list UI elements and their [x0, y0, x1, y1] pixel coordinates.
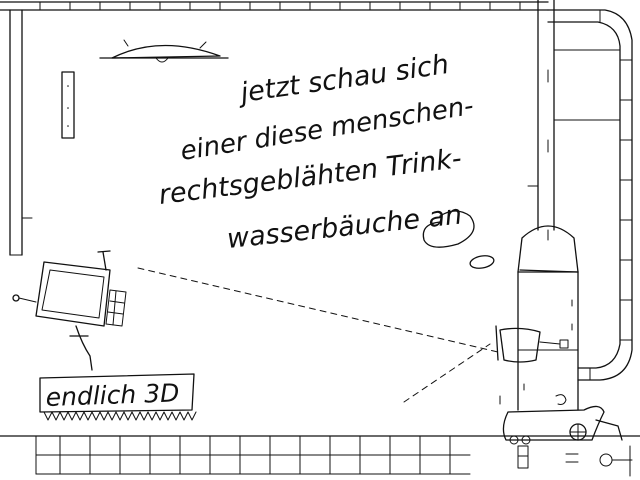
sign-label: endlich 3D [45, 378, 180, 412]
pipe-icon [527, 0, 633, 381]
sight-lines [137, 267, 499, 403]
sign-board[interactable]: endlich 3D [39, 373, 197, 421]
floor [0, 435, 640, 475]
monitor-icon[interactable] [12, 250, 127, 371]
narration-text: jetzt schau sich einer diese menschen- r… [157, 49, 495, 269]
cup-icon[interactable] [495, 325, 569, 363]
ceiling-beam [0, 1, 549, 11]
water-tank-icon[interactable] [499, 225, 633, 477]
wall-plaque [61, 71, 75, 139]
narration-line-4: wasserbäuche an [225, 199, 463, 255]
ceiling-lamp-icon[interactable] [99, 39, 229, 63]
left-wall [9, 9, 33, 256]
